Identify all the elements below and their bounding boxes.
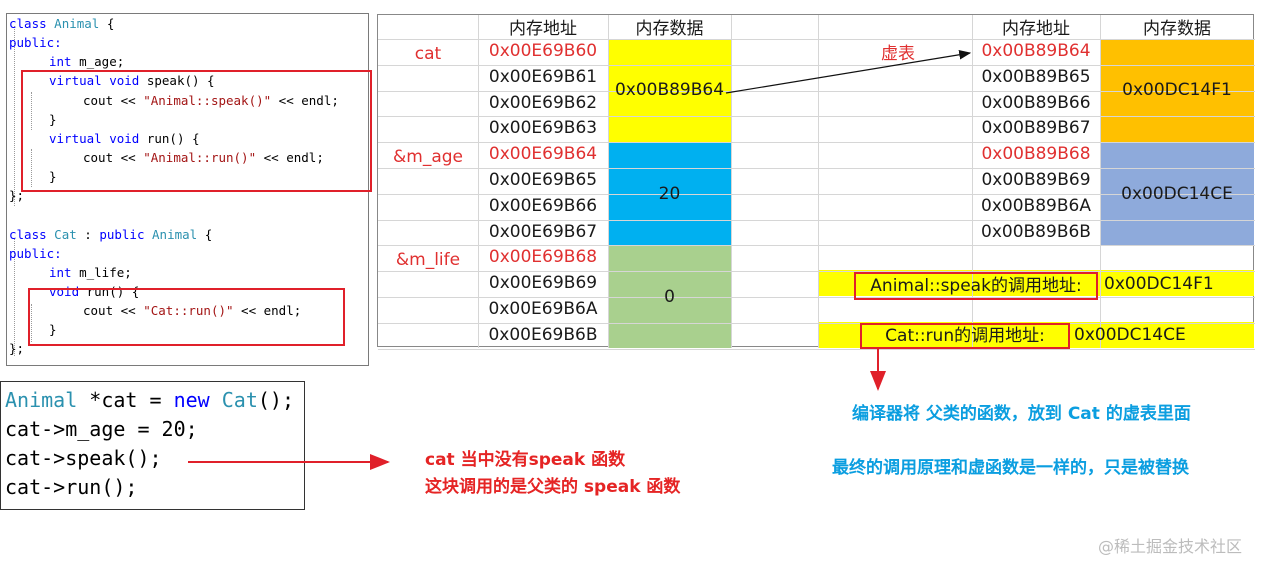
code-line: }: [49, 112, 57, 127]
grid-row-line: [378, 142, 1255, 144]
run-address-value: 0x00DC14CE: [1074, 325, 1186, 345]
snippet-line: cat->run();: [5, 475, 138, 499]
code-line: cout << "Animal::run()" << endl;: [83, 150, 324, 165]
fold-guide: [14, 238, 15, 356]
vtable-cell-speak: [1100, 39, 1254, 142]
grid-row-line: [378, 322, 1255, 324]
code-line: cout << "Animal::speak()" << endl;: [83, 93, 339, 108]
code-line: class Cat : public Animal {: [9, 227, 213, 242]
grid-row-line: [378, 90, 1255, 92]
address-cell: 0x00E69B64: [488, 144, 598, 165]
speak-address-row: [818, 270, 1254, 296]
code-line: }: [49, 322, 57, 337]
run-address-label: Cat::run的调用地址:: [860, 323, 1070, 349]
grid-col-line: [608, 15, 609, 348]
address-cell: 0x00E69B66: [488, 195, 598, 216]
fold-guide: [14, 26, 15, 206]
address-cell: 0x00E69B63: [488, 118, 598, 139]
address-cell: 0x00E69B6A: [488, 299, 598, 319]
snippet-line: cat->speak();: [5, 446, 162, 470]
grid-col-line: [1100, 15, 1101, 348]
data-value-age: 20: [658, 184, 681, 204]
vtable-address-cell: 0x00B89B67: [981, 118, 1091, 139]
var-label-m-life: &m_life: [395, 250, 461, 270]
fold-guide: [31, 304, 32, 342]
snippet-line: Animal *cat = new Cat();: [5, 388, 294, 412]
grid-col-line: [478, 15, 479, 348]
address-cell: 0x00E69B60: [488, 41, 598, 61]
data-value-vptr: 0x00B89B64: [614, 80, 725, 100]
code-line: cout << "Cat::run()" << endl;: [83, 303, 302, 318]
data-cell-vptr: [608, 39, 731, 142]
code-line: int m_age;: [49, 54, 125, 69]
address-cell: 0x00E69B68: [488, 247, 598, 268]
code-line: }: [49, 169, 57, 184]
vtable-address-cell: 0x00B89B66: [981, 92, 1091, 113]
grid-row-line: [378, 219, 1255, 221]
snippet-panel: Animal *cat = new Cat(); cat->m_age = 20…: [0, 381, 305, 510]
grid-row-line: [378, 297, 1255, 298]
vtable-address-cell: 0x00B89B6A: [981, 195, 1091, 216]
snippet-line: cat->m_age = 20;: [5, 417, 198, 441]
data-value-life: 0: [664, 287, 675, 307]
grid-col-line: [731, 15, 732, 348]
code-line: public:: [9, 246, 62, 261]
grid-row-line: [378, 348, 1255, 350]
code-line: int m_life;: [49, 265, 132, 280]
vtable-address-cell: 0x00B89B69: [981, 170, 1091, 190]
vtable-address-cell: 0x00B89B6B: [981, 221, 1091, 242]
watermark: @稀土掘金技术社区: [1098, 537, 1243, 556]
code-line: public:: [9, 35, 62, 50]
code-line: };: [9, 188, 25, 203]
highlight-box-animal-virtuals: [21, 70, 372, 192]
code-line: virtual void speak() {: [49, 73, 215, 88]
grid-row-line: [378, 64, 1255, 66]
note-same-principle: 最终的调用原理和虚函数是一样的，只是被替换: [832, 458, 1189, 478]
code-line: virtual void run() {: [49, 131, 200, 146]
note-no-speak: cat 当中没有speak 函数: [425, 450, 626, 470]
header-data: 内存数据: [635, 19, 704, 39]
vtable-label: 虚表: [881, 44, 915, 64]
grid-row-line: [378, 39, 1255, 40]
vtable-address-cell: 0x00B89B64: [981, 41, 1091, 61]
code-panel: class Animal { public: int m_age; virtua…: [6, 13, 372, 366]
vtable-value-run: 0x00DC14CE: [1121, 184, 1233, 204]
vptr-arrow: [725, 50, 972, 94]
vtable-address-cell: 0x00B89B68: [981, 144, 1091, 165]
code-line: };: [9, 341, 25, 356]
code-line: class Animal {: [9, 16, 115, 31]
grid-col-line: [972, 15, 973, 348]
vtable-value-speak: 0x00DC14F1: [1122, 80, 1232, 100]
var-label-cat: cat: [414, 44, 442, 64]
grid-row-line: [378, 116, 1255, 118]
header-address: 内存地址: [509, 19, 577, 39]
address-cell: 0x00E69B62: [488, 92, 598, 113]
vtable-address-cell: 0x00B89B65: [981, 66, 1091, 87]
highlight-box-cat-run: [28, 288, 345, 346]
note-compiler-vtable: 编译器将 父类的函数，放到 Cat 的虚表里面: [852, 404, 1191, 424]
address-cell: 0x00E69B6B: [488, 324, 598, 345]
header-address-right: 内存地址: [1002, 19, 1070, 39]
header-data-right: 内存数据: [1143, 19, 1211, 39]
run-address-row: [818, 322, 1254, 348]
grid-row-line: [378, 193, 1255, 195]
var-label-m-age: &m_age: [393, 147, 463, 167]
speak-address-label: Animal::speak的调用地址:: [854, 272, 1098, 300]
note-parent-speak: 这块调用的是父类的 speak 函数: [425, 477, 681, 497]
speak-address-value: 0x00DC14F1: [1104, 274, 1214, 294]
address-cell: 0x00E69B67: [488, 221, 598, 242]
fold-guide: [31, 92, 32, 130]
grid-row-line: [378, 271, 1255, 273]
grid-row-line: [378, 245, 1255, 247]
grid-col-line: [818, 15, 819, 348]
address-cell: 0x00E69B65: [488, 170, 598, 190]
address-cell: 0x00E69B69: [488, 273, 598, 294]
grid-row-line: [378, 168, 1255, 169]
memory-table: 内存地址 内存数据 内存地址 内存数据 cat &m_age &m_life 0…: [377, 14, 1255, 350]
address-cell: 0x00E69B61: [488, 66, 598, 87]
fold-guide: [31, 149, 32, 187]
